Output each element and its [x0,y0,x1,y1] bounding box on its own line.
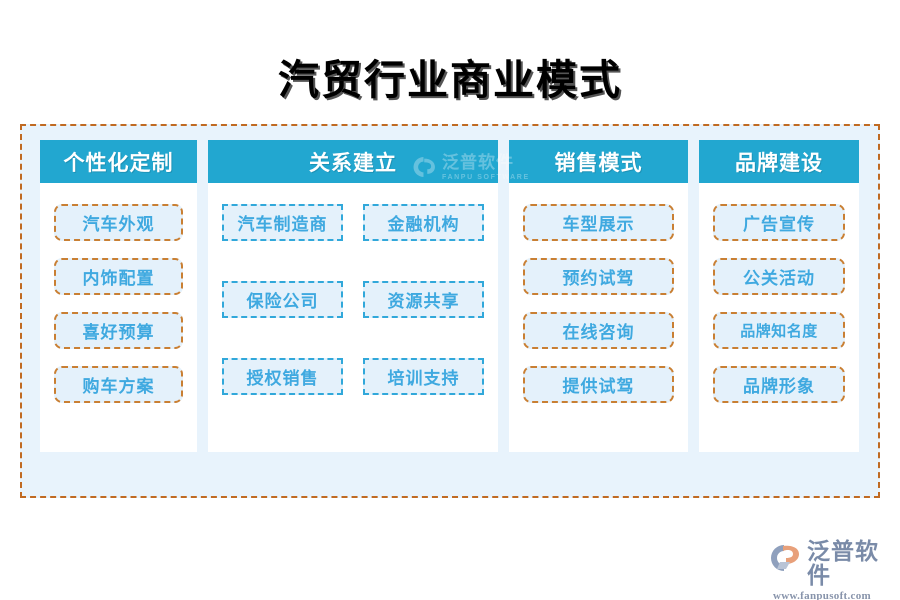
item-chip[interactable]: 购车方案 [54,366,183,403]
item-chip[interactable]: 预约试驾 [523,258,674,295]
logo-url: www.fanpusoft.com [773,590,871,600]
item-chip[interactable]: 喜好预算 [54,312,183,349]
item-chip[interactable]: 授权销售 [222,358,343,395]
item-list-sales-model: 车型展示 预约试驾 在线咨询 提供试驾 [523,204,674,403]
item-chip[interactable]: 保险公司 [222,281,343,318]
column-personalization: 个性化定制 汽车外观 内饰配置 喜好预算 购车方案 [40,140,197,452]
item-chip[interactable]: 汽车制造商 [222,204,343,241]
column-header-relationship: 关系建立 [208,140,498,183]
column-body-relationship: 汽车制造商 金融机构 保险公司 资源共享 授权销售 培训支持 [208,183,498,452]
column-sales-model: 销售模式 车型展示 预约试驾 在线咨询 提供试驾 [509,140,688,452]
column-header-personalization: 个性化定制 [40,140,197,183]
item-list-personalization: 汽车外观 内饰配置 喜好预算 购车方案 [54,204,183,403]
item-chip[interactable]: 金融机构 [363,204,484,241]
column-header-sales-model: 销售模式 [509,140,688,183]
item-chip[interactable]: 在线咨询 [523,312,674,349]
item-chip[interactable]: 汽车外观 [54,204,183,241]
column-body-sales-model: 车型展示 预约试驾 在线咨询 提供试驾 [509,183,688,452]
fanpu-logo: 泛普软件 www.fanpusoft.com [768,539,886,600]
logo-name-cn: 泛普软件 [807,539,879,589]
item-grid-relationship: 汽车制造商 金融机构 保险公司 资源共享 授权销售 培训支持 [222,204,484,395]
item-chip[interactable]: 培训支持 [363,358,484,395]
column-brand-building: 品牌建设 广告宣传 公关活动 品牌知名度 品牌形象 [699,140,859,452]
column-relationship: 关系建立 汽车制造商 金融机构 保险公司 资源共享 授权销售 培训支持 [208,140,498,452]
item-chip[interactable]: 内饰配置 [54,258,183,295]
columns-container: 个性化定制 汽车外观 内饰配置 喜好预算 购车方案 关系建立 汽车制造商 金融机… [40,140,860,452]
column-header-brand-building: 品牌建设 [699,140,859,183]
fanpu-logo-icon [768,542,802,572]
item-chip[interactable]: 公关活动 [713,258,845,295]
item-chip[interactable]: 提供试驾 [523,366,674,403]
item-chip[interactable]: 车型展示 [523,204,674,241]
item-chip[interactable]: 资源共享 [363,281,484,318]
item-list-brand-building: 广告宣传 公关活动 品牌知名度 品牌形象 [713,204,845,403]
item-chip[interactable]: 品牌知名度 [713,312,845,349]
column-body-brand-building: 广告宣传 公关活动 品牌知名度 品牌形象 [699,183,859,452]
page-title: 汽贸行业商业模式 [278,57,622,103]
column-body-personalization: 汽车外观 内饰配置 喜好预算 购车方案 [40,183,197,452]
logo-text: 泛普软件 www.fanpusoft.com [773,539,886,600]
item-chip[interactable]: 品牌形象 [713,366,845,403]
item-chip[interactable]: 广告宣传 [713,204,845,241]
